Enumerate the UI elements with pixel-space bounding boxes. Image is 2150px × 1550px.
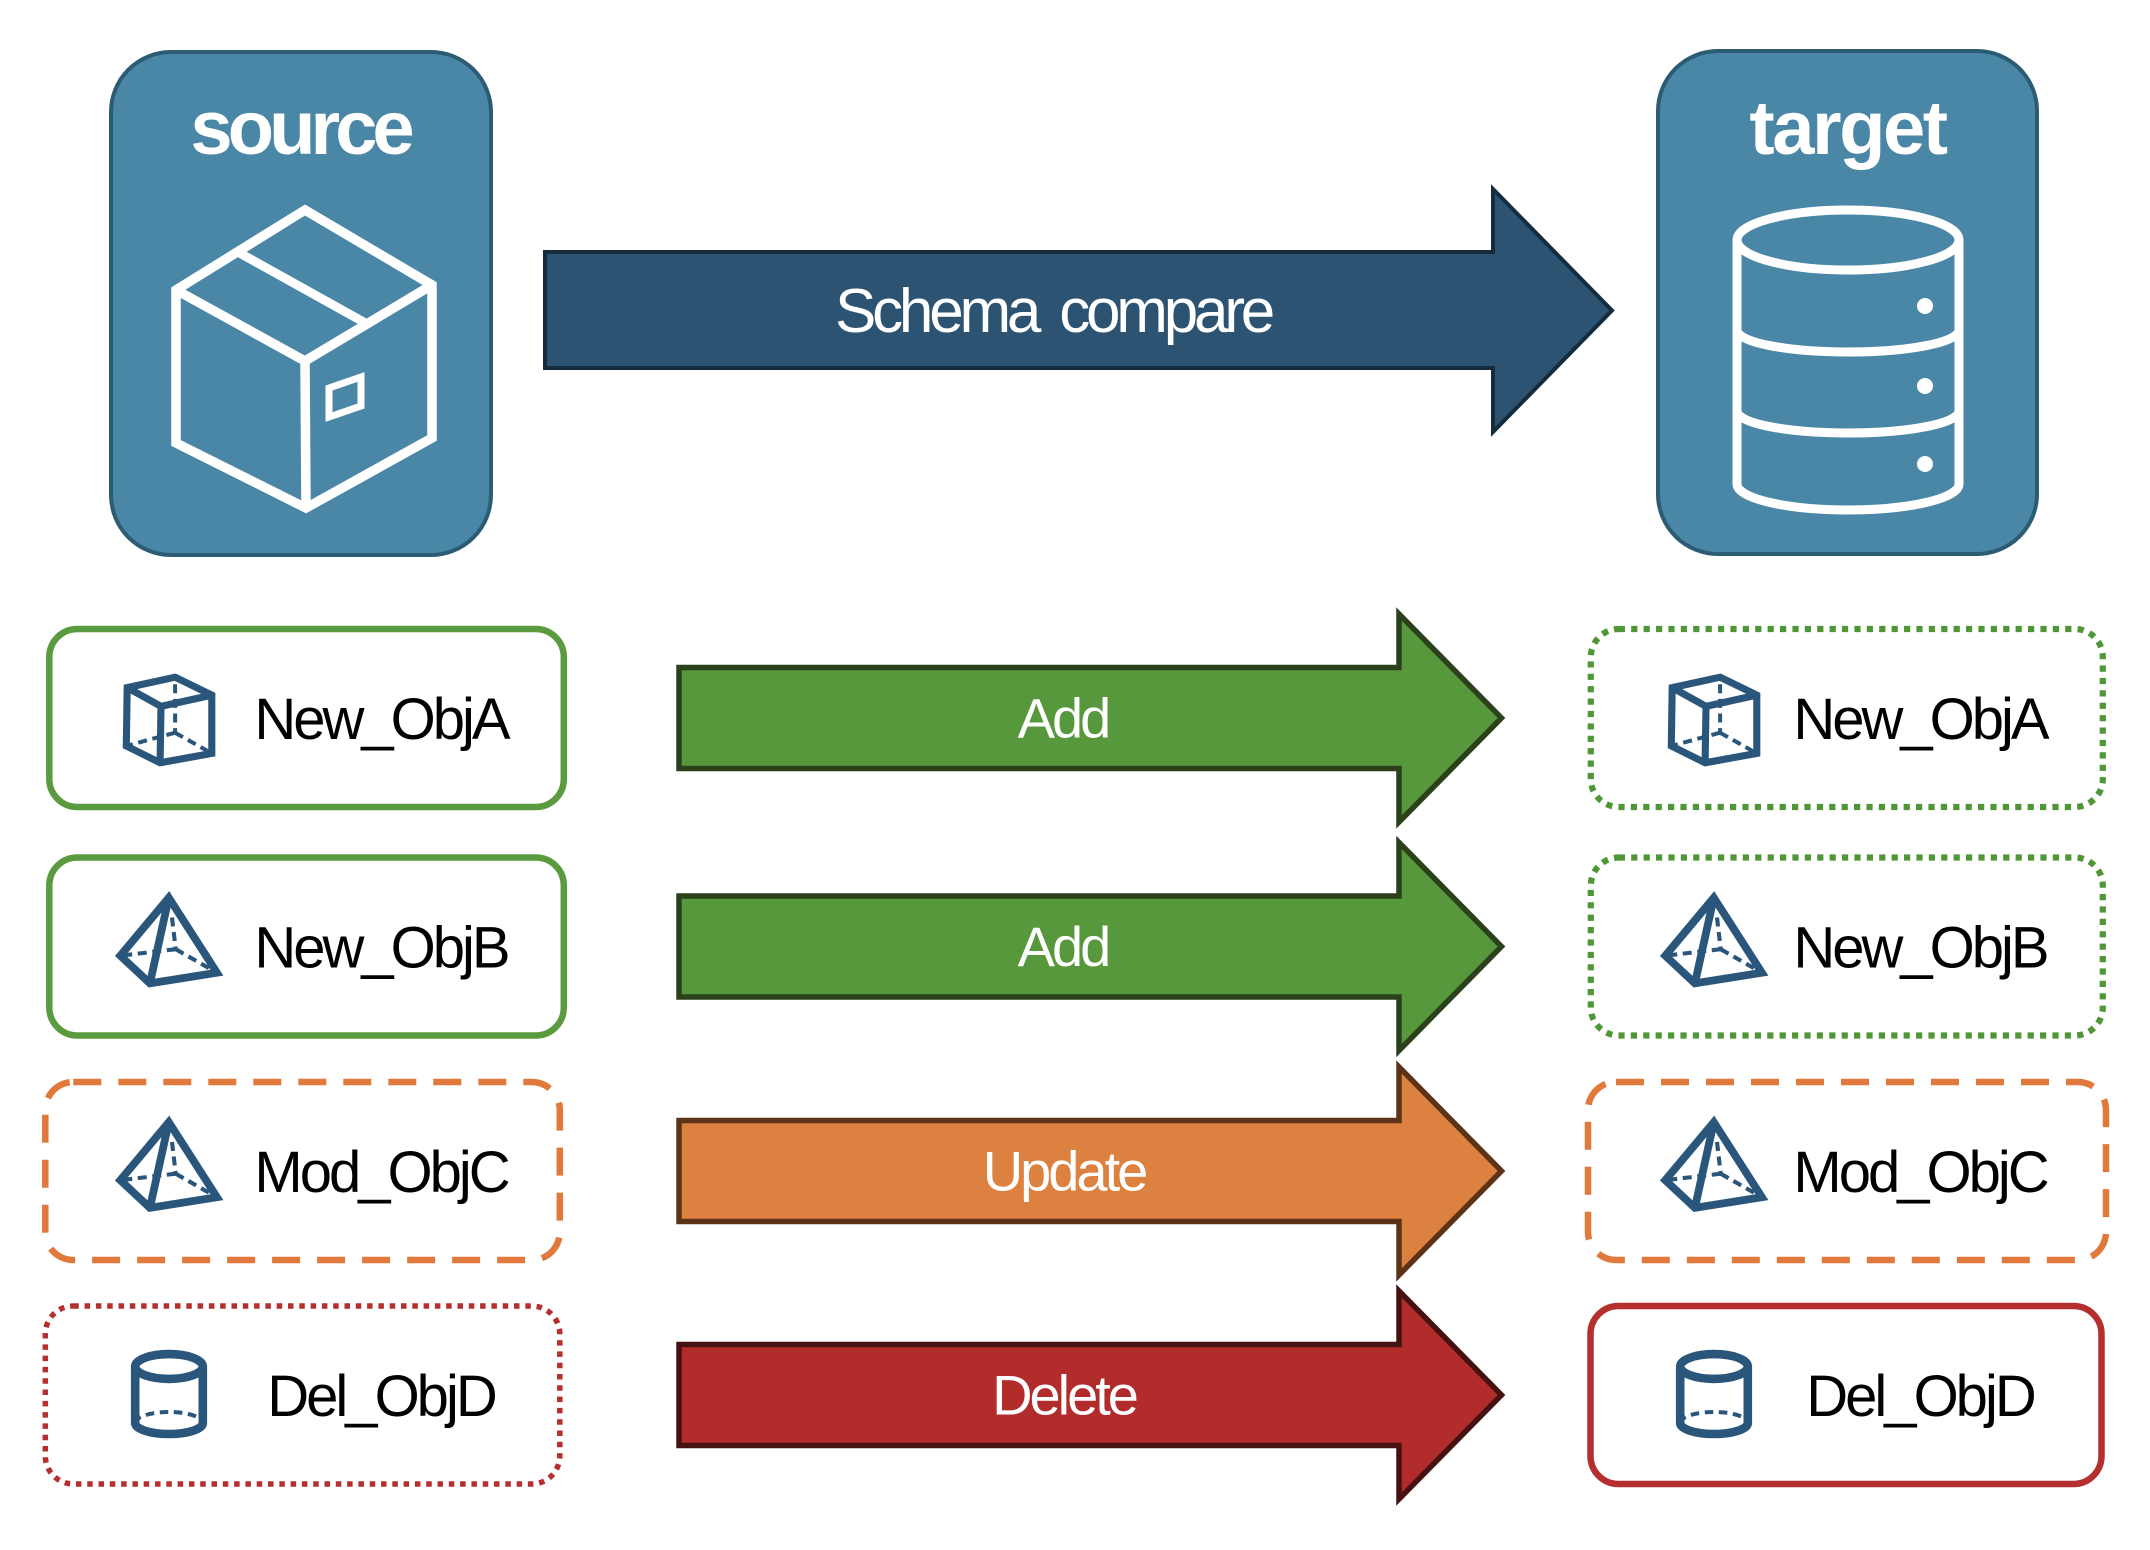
svg-text:New_ObjB: New_ObjB [254, 916, 508, 981]
svg-text:Mod_ObjC: Mod_ObjC [1793, 1140, 2047, 1205]
svg-text:Update: Update [983, 1140, 1146, 1203]
svg-text:Add: Add [1018, 915, 1109, 978]
svg-text:Mod_ObjC: Mod_ObjC [254, 1140, 508, 1205]
svg-text:New_ObjA: New_ObjA [254, 687, 511, 752]
svg-text:Delete: Delete [992, 1364, 1137, 1427]
svg-text:Del_ObjD: Del_ObjD [1806, 1364, 2035, 1429]
svg-text:target: target [1749, 86, 1947, 171]
svg-text:Del_ObjD: Del_ObjD [267, 1364, 496, 1429]
svg-text:Add: Add [1018, 687, 1109, 750]
svg-text:New_ObjB: New_ObjB [1793, 916, 2047, 981]
svg-text:New_ObjA: New_ObjA [1793, 687, 2050, 752]
svg-text:source: source [190, 86, 412, 171]
svg-text:Schema compare: Schema compare [835, 277, 1273, 346]
